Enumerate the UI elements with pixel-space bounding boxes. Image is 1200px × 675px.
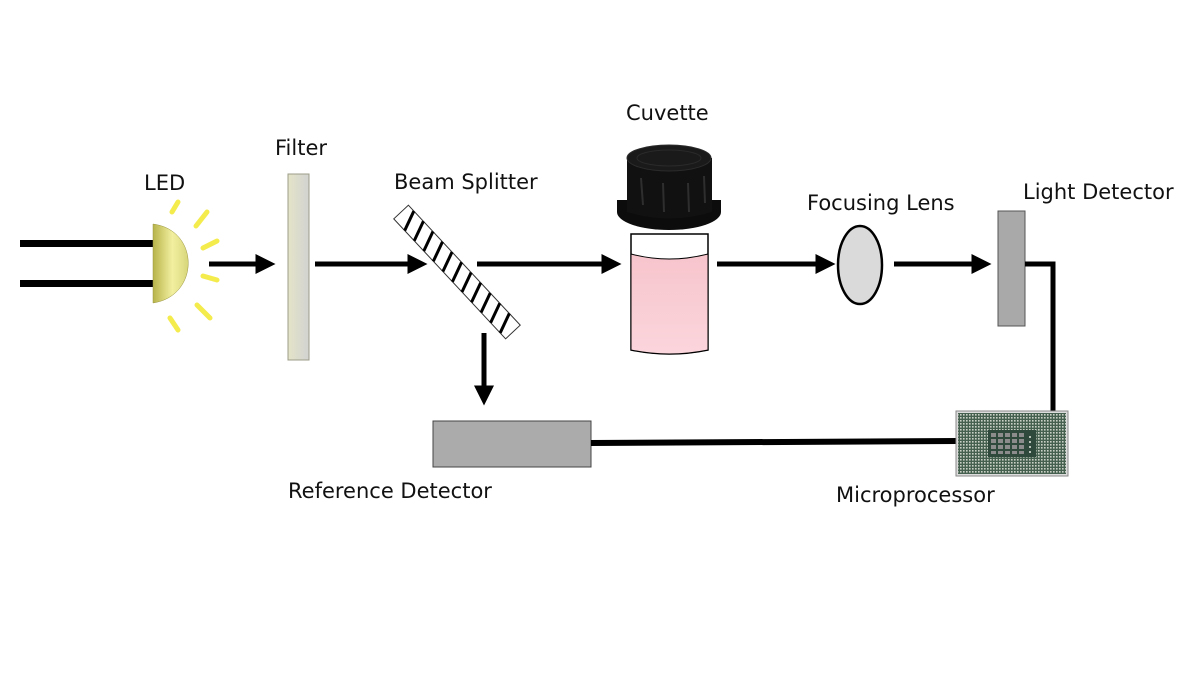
beam-splitter-icon: [393, 204, 521, 340]
led-wire-bottom: [20, 280, 155, 287]
beam-splitter-label: Beam Splitter: [394, 170, 538, 194]
wire-detector-to-microprocessor: [1025, 261, 1056, 413]
microprocessor-icon: [955, 410, 1069, 477]
filter-label: Filter: [275, 136, 327, 160]
reference-detector-icon: [432, 420, 592, 468]
led-label: LED: [144, 171, 185, 195]
cuvette-label: Cuvette: [626, 101, 709, 125]
microprocessor-label: Microprocessor: [836, 483, 995, 507]
led-icon: [152, 199, 220, 333]
led-wires: [20, 240, 155, 287]
light-rays-icon: [167, 199, 220, 333]
focusing-lens-label: Focusing Lens: [807, 191, 955, 215]
cuvette-icon: [617, 144, 721, 355]
filter-icon: [287, 173, 310, 361]
light-detector-icon: [997, 210, 1026, 327]
reference-detector-label: Reference Detector: [288, 479, 492, 503]
focusing-lens-icon: [836, 224, 884, 306]
light-detector-label: Light Detector: [1023, 180, 1174, 204]
led-wire-top: [20, 240, 155, 247]
wire-reference-to-microprocessor: [590, 438, 958, 446]
